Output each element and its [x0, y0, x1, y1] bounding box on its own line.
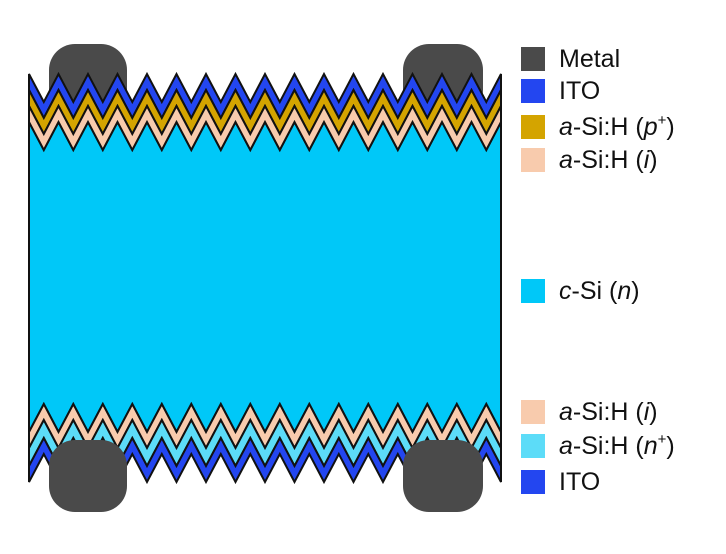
bottom-ito-layer: [28, 435, 502, 485]
legend-item-intrinsic: a-Si:H (i): [521, 397, 658, 427]
top-textured-layers: [28, 71, 502, 435]
legend-label: Metal: [559, 44, 621, 73]
legend-label: a-Si:H (p+): [559, 111, 675, 141]
legend-label: c-Si (n): [559, 276, 640, 305]
legend-item-metal: Metal: [521, 44, 620, 74]
legend-swatch-ito: [521, 79, 545, 103]
legend-label: ITO: [559, 76, 601, 105]
legend-swatch-n_plus: [521, 434, 545, 458]
legend-item-n_plus: a-Si:H (n+): [521, 431, 675, 461]
legend-label: a-Si:H (n+): [559, 430, 675, 460]
legend-swatch-p_plus: [521, 115, 545, 139]
legend-swatch-intrinsic: [521, 400, 545, 424]
bottom-metal-contact-left: [49, 440, 127, 512]
legend-swatch-ito: [521, 470, 545, 494]
legend-label: a-Si:H (i): [559, 397, 658, 426]
legend-swatch-intrinsic: [521, 148, 545, 172]
legend-item-ito: ITO: [521, 467, 600, 497]
legend-swatch-metal: [521, 47, 545, 71]
legend-item-ito: ITO: [521, 76, 600, 106]
bottom-textured-layers: [28, 401, 502, 485]
legend-item-intrinsic: a-Si:H (i): [521, 145, 658, 175]
c-si-wafer: [28, 119, 502, 435]
solar-cell-layer-stack: [28, 44, 502, 512]
legend-label: a-Si:H (i): [559, 145, 658, 174]
legend-label: ITO: [559, 467, 601, 496]
bottom-metal-contact-right: [403, 440, 483, 512]
legend-item-c_si: c-Si (n): [521, 276, 640, 306]
legend-item-p_plus: a-Si:H (p+): [521, 112, 675, 142]
legend-swatch-c_si: [521, 279, 545, 303]
top-intrinsic-layer: [28, 103, 502, 153]
bottom-metal-contacts: [49, 440, 483, 512]
